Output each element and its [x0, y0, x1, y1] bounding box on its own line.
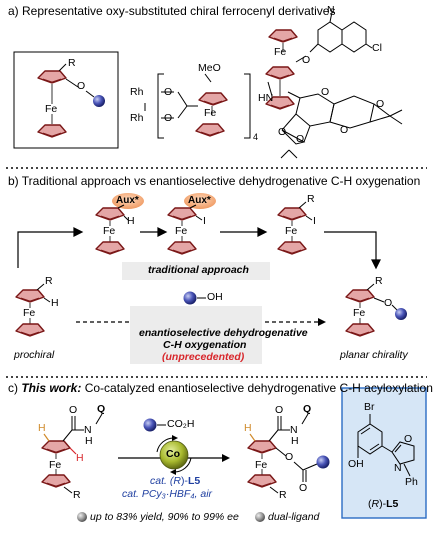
rh-paddlewheel: [144, 73, 251, 139]
unprecedented-label: (unprecedented): [162, 351, 245, 363]
label-o: O: [302, 54, 311, 66]
label-br: Br: [364, 401, 375, 413]
catalyst-pcy3-label: cat. PCy₃·HBF₄, air: [122, 488, 213, 500]
yield-note: up to 83% yield, 90% to 99% ee: [90, 511, 239, 523]
enantioselective-label: enantioselective dehydrogenative: [139, 327, 308, 339]
label-o: O: [384, 297, 393, 309]
label-cl: Cl: [372, 42, 382, 54]
label-h: H: [85, 435, 93, 447]
label-fe: Fe: [45, 103, 58, 115]
reagent-oh: OH: [207, 291, 223, 303]
ligand-name: (R)-L5: [368, 498, 399, 510]
label-hn: HN: [258, 92, 274, 104]
label-r: R: [375, 275, 383, 287]
label-i: I: [203, 215, 206, 227]
label-fe: Fe: [255, 459, 268, 471]
label-o: O: [321, 86, 330, 98]
label-h: H: [291, 435, 299, 447]
label-fe: Fe: [23, 307, 36, 319]
ferrocene-b3: [277, 201, 313, 255]
label-h: H: [76, 452, 84, 464]
label-o: O: [77, 80, 86, 92]
label-oh: OH: [348, 458, 364, 470]
label-o: O: [376, 98, 385, 110]
label-fe: Fe: [103, 225, 116, 237]
subscript-4: 4: [253, 132, 259, 142]
traditional-arrows: [17, 227, 381, 270]
label-rh: Rh: [130, 86, 144, 98]
label-i: I: [313, 215, 316, 227]
label-o: O: [275, 404, 284, 416]
sphere-acid: [143, 418, 157, 432]
sphere-reagent: [183, 291, 197, 305]
ferrocene-1: [37, 63, 105, 138]
acid-label: CO₂H: [167, 418, 195, 430]
label-o: O: [299, 482, 308, 494]
label-h: H: [244, 422, 252, 434]
section-c-title: c) This work: Co-catalyzed enantioselect…: [8, 381, 433, 395]
label-o: O: [285, 451, 294, 463]
catalyst-l5-label: cat. (R)-L5: [150, 475, 201, 487]
dual-ligand-note: dual-ligand: [268, 511, 320, 523]
label-o: O: [164, 86, 173, 98]
ch-oxygenation-label: C-H oxygenation: [163, 339, 247, 351]
label-r: R: [68, 57, 76, 69]
label-o: O: [69, 404, 78, 416]
label-q: Q: [303, 403, 312, 415]
prochiral-label: prochiral: [14, 349, 55, 361]
ligand-box: [341, 387, 427, 519]
label-o: O: [404, 433, 413, 445]
label-q: Q: [97, 403, 106, 415]
ferrocene-product-b: [345, 283, 407, 337]
ferrocene-prochiral: [15, 283, 51, 337]
label-n: N: [290, 424, 298, 436]
cobalt-sphere: [159, 440, 189, 470]
label-rh: Rh: [130, 112, 144, 124]
aux-label: Aux*: [116, 195, 139, 206]
ferrocene-b1: [95, 204, 129, 255]
planar-chirality-label: planar chirality: [340, 349, 408, 361]
sphere-group: [93, 95, 105, 107]
label-n: N: [394, 462, 402, 474]
aux-oval-2: [184, 193, 216, 209]
label-h: H: [127, 215, 135, 227]
traditional-approach-label: traditional approach: [148, 264, 249, 276]
ligand-l5: [357, 414, 415, 477]
label-fe: Fe: [49, 459, 62, 471]
section-a-title: a) Representative oxy-substituted chiral…: [8, 4, 336, 18]
label-r: R: [45, 275, 53, 287]
label-h: H: [38, 422, 46, 434]
label-meo: MeO: [198, 62, 221, 74]
label-fe: Fe: [204, 107, 217, 119]
label-h: H: [51, 297, 59, 309]
label-fe: Fe: [274, 46, 287, 58]
label-r: R: [307, 193, 315, 205]
label-ph: Ph: [405, 476, 418, 488]
ferrocenyl-quinoline: [267, 11, 403, 159]
aux-oval-1: [112, 193, 144, 209]
ferrocene-b2: [167, 204, 203, 255]
label-fe: Fe: [285, 225, 298, 237]
label-o: O: [278, 126, 287, 138]
label-n: N: [84, 424, 92, 436]
label-fe: Fe: [175, 225, 188, 237]
ferrocene-product-c: [247, 413, 330, 494]
label-n: N: [327, 4, 335, 16]
label-o: O: [340, 124, 349, 136]
label-fe: Fe: [353, 307, 366, 319]
label-r: R: [73, 489, 81, 501]
section-b-title: b) Traditional approach vs enantioselect…: [8, 174, 421, 188]
ferrocene-amide-sm: [41, 413, 103, 494]
aux-label: Aux*: [188, 195, 211, 206]
label-r: R: [279, 489, 287, 501]
label-o: O: [164, 112, 173, 124]
label-o: O: [296, 133, 305, 145]
co-label: Co: [166, 448, 180, 460]
